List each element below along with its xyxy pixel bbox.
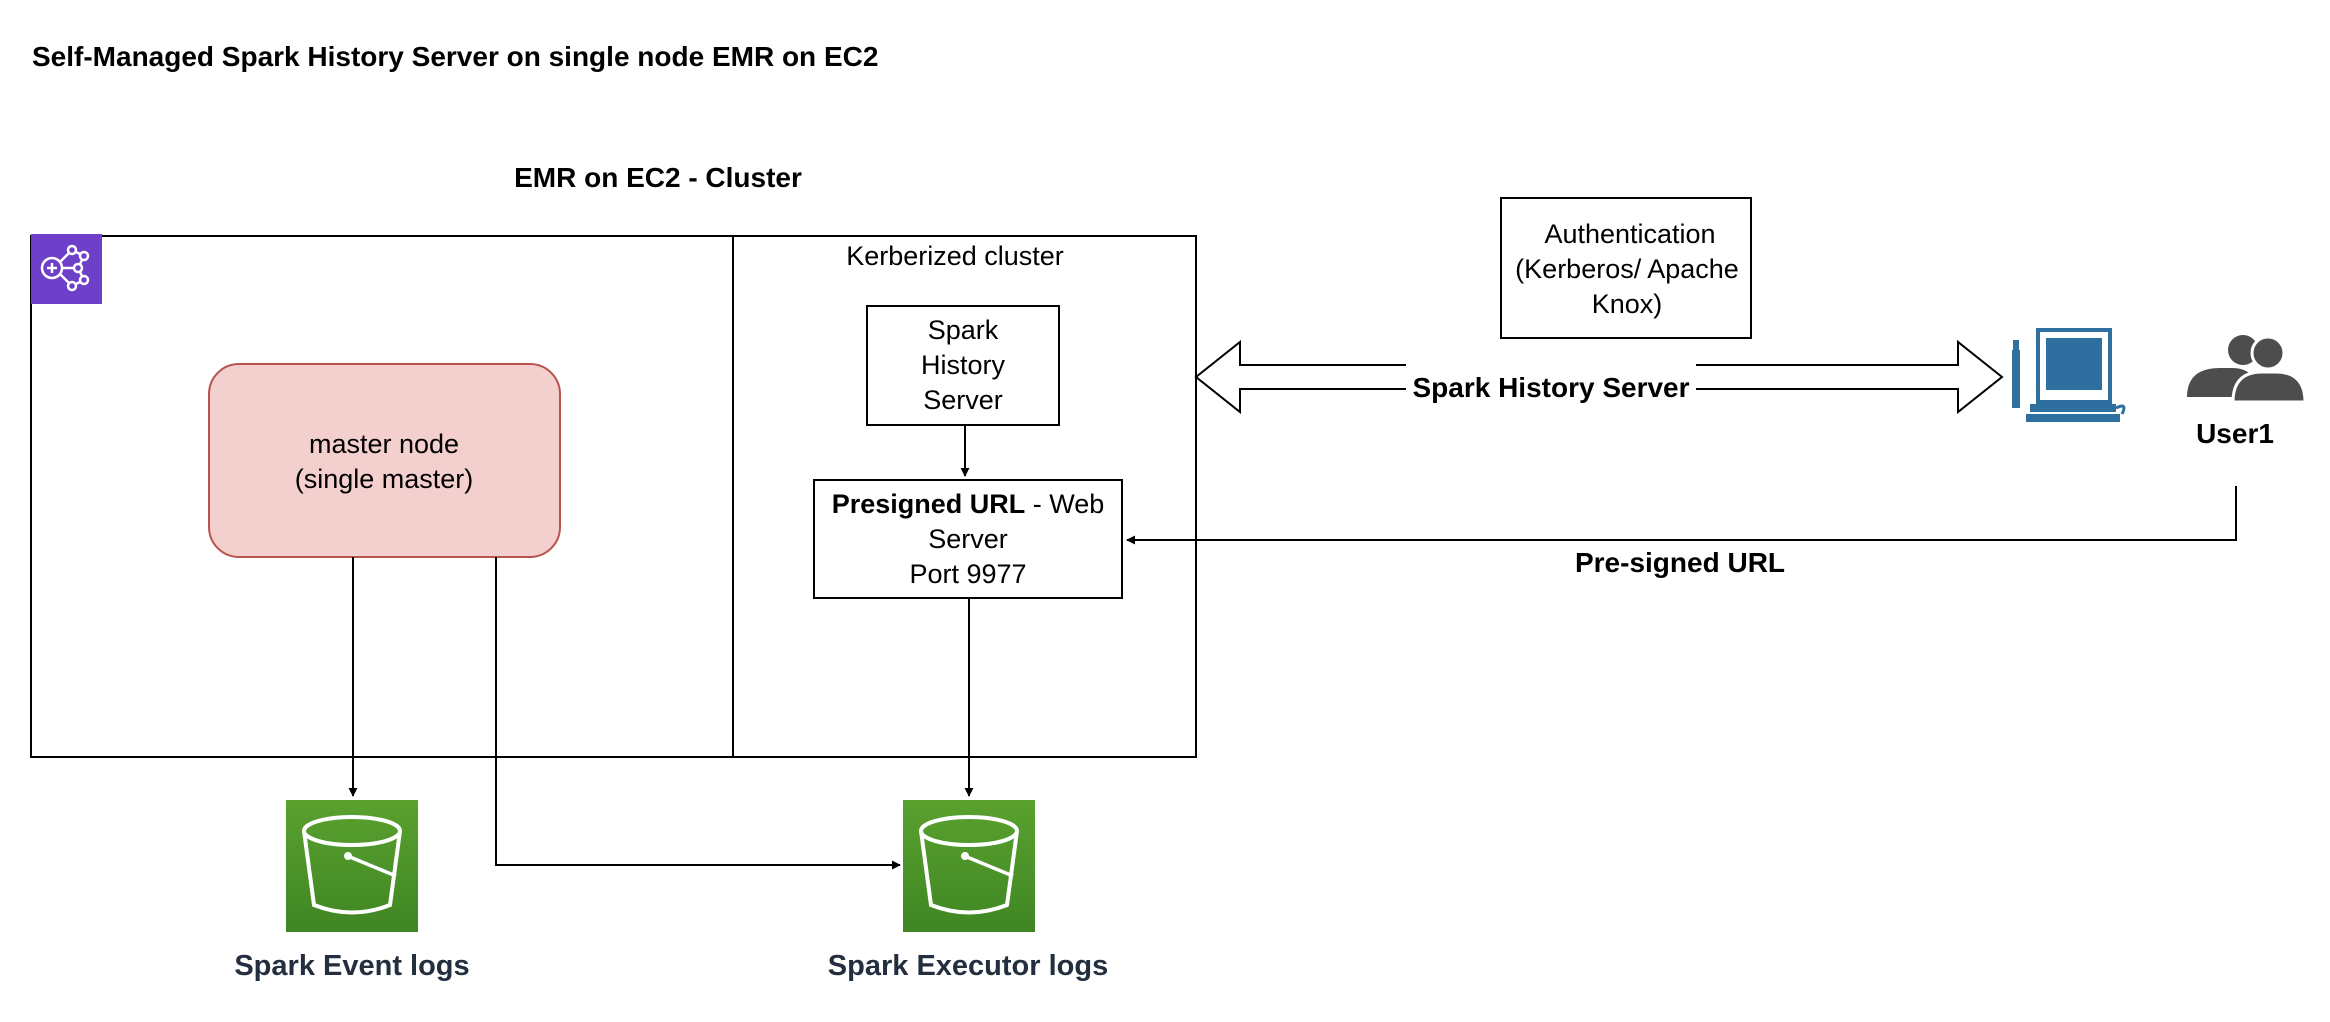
users-icon — [2187, 335, 2307, 404]
s3-bucket-icon — [903, 800, 1035, 932]
presigned-url-box — [813, 479, 1123, 599]
cluster-boundary — [30, 235, 1197, 758]
cluster-title: EMR on EC2 - Cluster — [514, 162, 802, 193]
shs-label-line2: History — [921, 350, 1006, 380]
master-node-label-line1: master node — [309, 429, 459, 459]
presigned-url-label-line3: Port 9977 — [909, 559, 1026, 589]
authentication-box — [1500, 197, 1752, 339]
kerberized-cluster-label: Kerberized cluster — [846, 241, 1064, 271]
executor-logs-label: Spark Executor logs — [828, 950, 1108, 982]
master-node-label-line2: (single master) — [295, 464, 474, 494]
arrow-master-to-executor-logs — [495, 557, 901, 870]
shs-label-line3: Server — [923, 385, 1003, 415]
master-node — [208, 363, 561, 558]
event-logs-label: Spark Event logs — [234, 950, 469, 982]
double-arrow-label: Spark History Server — [1412, 372, 1689, 403]
presigned-arrow-label: Pre-signed URL — [1575, 547, 1785, 578]
shs-label-line1: Spark — [928, 315, 999, 345]
presigned-url-rest: - Web — [1025, 489, 1104, 519]
page-title: Self-Managed Spark History Server on sin… — [32, 41, 878, 72]
double-arrow-label-bg — [1406, 364, 1696, 390]
desktop-computer-icon — [2012, 328, 2126, 422]
spark-history-server-box — [866, 305, 1060, 426]
authentication-label-line2: (Kerberos/ Apache — [1515, 254, 1739, 284]
s3-bucket-icon — [286, 800, 418, 932]
arrow-user-to-presigned — [1126, 486, 2237, 545]
authentication-label-line3: Knox) — [1592, 289, 1663, 319]
presigned-url-label-line1: Presigned URL - Web — [832, 489, 1105, 519]
user-label: User1 — [2196, 418, 2274, 449]
presigned-url-label-line2: Server — [928, 524, 1008, 554]
emr-cluster-icon — [31, 234, 102, 304]
presigned-url-bold: Presigned URL — [832, 489, 1026, 519]
authentication-label-line1: Authentication — [1544, 219, 1715, 249]
